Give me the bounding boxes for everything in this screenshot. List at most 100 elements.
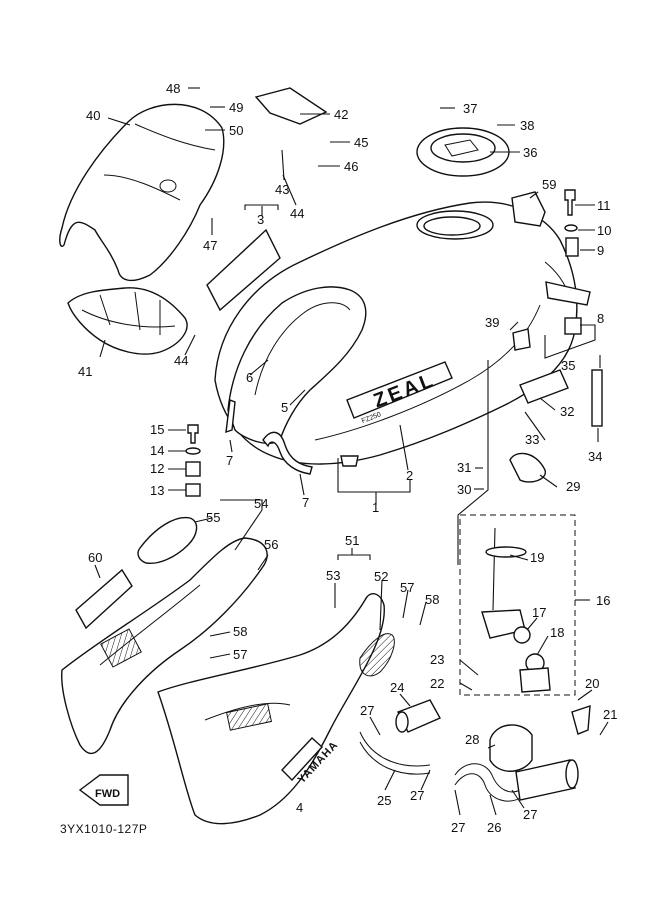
callout-39: 39 xyxy=(485,315,499,330)
bracket-42 xyxy=(254,87,328,125)
callout-25: 25 xyxy=(377,793,391,808)
washer-10 xyxy=(564,224,578,232)
callout-2: 2 xyxy=(406,468,413,483)
fwd-label: FWD xyxy=(95,788,120,800)
callout-27b: 27 xyxy=(410,788,424,803)
callout-47: 47 xyxy=(203,238,217,253)
callout-27d: 27 xyxy=(523,807,537,822)
callout-48: 48 xyxy=(166,81,180,96)
callout-59: 59 xyxy=(542,177,556,192)
callout-33: 33 xyxy=(525,432,539,447)
fwd-arrow: FWD xyxy=(78,774,129,806)
leader-lines xyxy=(94,87,609,816)
callout-11: 11 xyxy=(597,198,611,213)
callout-21: 21 xyxy=(603,707,617,722)
callout-18: 18 xyxy=(550,625,564,640)
callout-26: 26 xyxy=(487,820,501,835)
callout-51: 51 xyxy=(345,533,359,548)
callout-16: 16 xyxy=(596,593,610,608)
catalog-code: 3YX1010-127P xyxy=(60,822,147,836)
callout-44b: 44 xyxy=(174,353,188,368)
bolt-11 xyxy=(564,189,576,216)
hose-26 xyxy=(454,763,521,793)
callout-57a: 57 xyxy=(233,647,247,662)
fuel-pump xyxy=(489,724,579,801)
callout-35: 35 xyxy=(561,358,575,373)
callout-10: 10 xyxy=(597,223,611,238)
fuel-cock xyxy=(481,527,551,693)
callout-37: 37 xyxy=(463,101,477,116)
callout-3: 3 xyxy=(257,212,264,227)
cover-55 xyxy=(137,516,198,565)
callout-53: 53 xyxy=(326,568,340,583)
callout-15: 15 xyxy=(150,422,164,437)
callout-7a: 7 xyxy=(226,453,233,468)
collar-9 xyxy=(565,237,579,257)
hose-25 xyxy=(359,731,431,767)
callout-27a: 27 xyxy=(360,703,374,718)
callout-56: 56 xyxy=(264,537,278,552)
decal-3 xyxy=(206,228,281,312)
callout-24: 24 xyxy=(390,680,404,695)
callout-31: 31 xyxy=(457,460,471,475)
callout-50: 50 xyxy=(229,123,243,138)
callout-45: 45 xyxy=(354,135,368,150)
pad-59 xyxy=(511,191,546,227)
callout-46: 46 xyxy=(344,159,358,174)
bush-13 xyxy=(185,483,201,497)
callout-30: 30 xyxy=(457,482,471,497)
front-cowl xyxy=(59,103,225,282)
callout-57b: 57 xyxy=(400,580,414,595)
fuel-filter xyxy=(395,699,441,733)
callout-58a: 58 xyxy=(233,624,247,639)
rod-34 xyxy=(591,369,603,427)
grill-52 xyxy=(359,633,395,677)
callout-17: 17 xyxy=(532,605,546,620)
callout-32: 32 xyxy=(560,404,574,419)
cover-29 xyxy=(509,452,546,483)
callout-22: 22 xyxy=(430,676,444,691)
hose-7 xyxy=(262,431,313,475)
callout-13: 13 xyxy=(150,483,164,498)
fuel-tank: ZEAL FZ250 xyxy=(214,201,591,467)
callout-55: 55 xyxy=(206,510,220,525)
callout-52: 52 xyxy=(374,569,388,584)
hose-25b xyxy=(359,741,431,775)
callout-43: 43 xyxy=(275,182,289,197)
callout-49: 49 xyxy=(229,100,243,115)
side-cover-front xyxy=(61,537,268,755)
callout-5: 5 xyxy=(281,400,288,415)
callout-34: 34 xyxy=(588,449,602,464)
callout-42: 42 xyxy=(334,107,348,122)
damper-12 xyxy=(185,461,201,477)
damper-8 xyxy=(564,317,582,335)
block-32 xyxy=(519,369,569,404)
callout-58b: 58 xyxy=(425,592,439,607)
callout-labels: 1 2 3 4 5 6 7 7 8 9 10 11 12 13 14 15 16… xyxy=(78,81,617,835)
callout-41: 41 xyxy=(78,364,92,379)
callout-28: 28 xyxy=(465,732,479,747)
callout-20: 20 xyxy=(585,676,599,691)
callout-6: 6 xyxy=(246,370,253,385)
callout-54: 54 xyxy=(254,496,268,511)
callout-38: 38 xyxy=(520,118,534,133)
headlight-housing xyxy=(67,287,188,355)
lever-20 xyxy=(571,705,591,735)
callout-12: 12 xyxy=(150,461,164,476)
hose-7b xyxy=(225,399,236,434)
callout-4: 4 xyxy=(296,800,303,815)
callout-29: 29 xyxy=(566,479,580,494)
bolt-15 xyxy=(187,424,199,444)
callout-1: 1 xyxy=(372,500,379,515)
callout-23: 23 xyxy=(430,652,444,667)
decal-60 xyxy=(75,568,133,630)
callout-7b: 7 xyxy=(302,495,309,510)
callout-36: 36 xyxy=(523,145,537,160)
callout-14: 14 xyxy=(150,443,164,458)
callout-8: 8 xyxy=(597,311,604,326)
callout-27c: 27 xyxy=(451,820,465,835)
callout-9: 9 xyxy=(597,243,604,258)
callout-44a: 44 xyxy=(290,206,304,221)
